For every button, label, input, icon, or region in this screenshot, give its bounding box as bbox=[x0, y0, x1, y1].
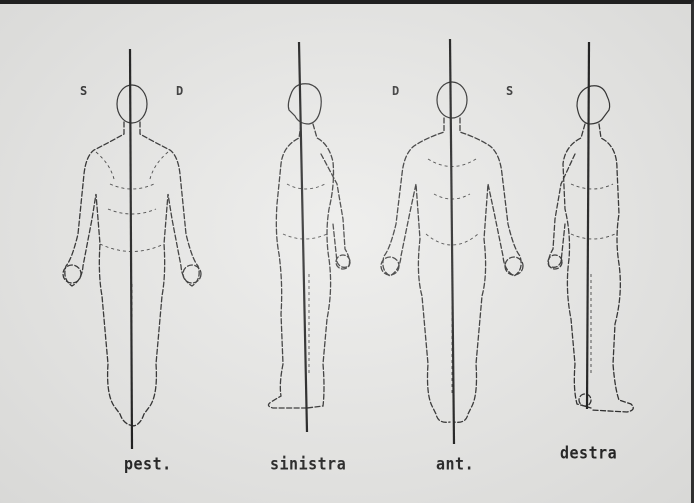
caption-anterior: ant. bbox=[436, 454, 474, 475]
figure-right-lateral-view bbox=[515, 34, 685, 454]
right-lateral-body-drawing bbox=[515, 34, 685, 454]
anterior-midline-axis bbox=[450, 39, 454, 444]
figure-posterior-view bbox=[50, 34, 220, 454]
posterior-midline-axis bbox=[130, 49, 132, 449]
caption-right-lateral: destra bbox=[560, 443, 617, 464]
caption-posterior: pest. bbox=[124, 454, 172, 475]
left-lateral-body-outline bbox=[268, 84, 350, 408]
caption-left-lateral: sinistra bbox=[270, 454, 346, 475]
posterior-body-drawing bbox=[50, 34, 220, 454]
right-lateral-body-outline bbox=[548, 86, 633, 412]
right-lateral-midline-axis bbox=[587, 42, 589, 409]
left-lateral-midline-axis bbox=[299, 42, 307, 432]
